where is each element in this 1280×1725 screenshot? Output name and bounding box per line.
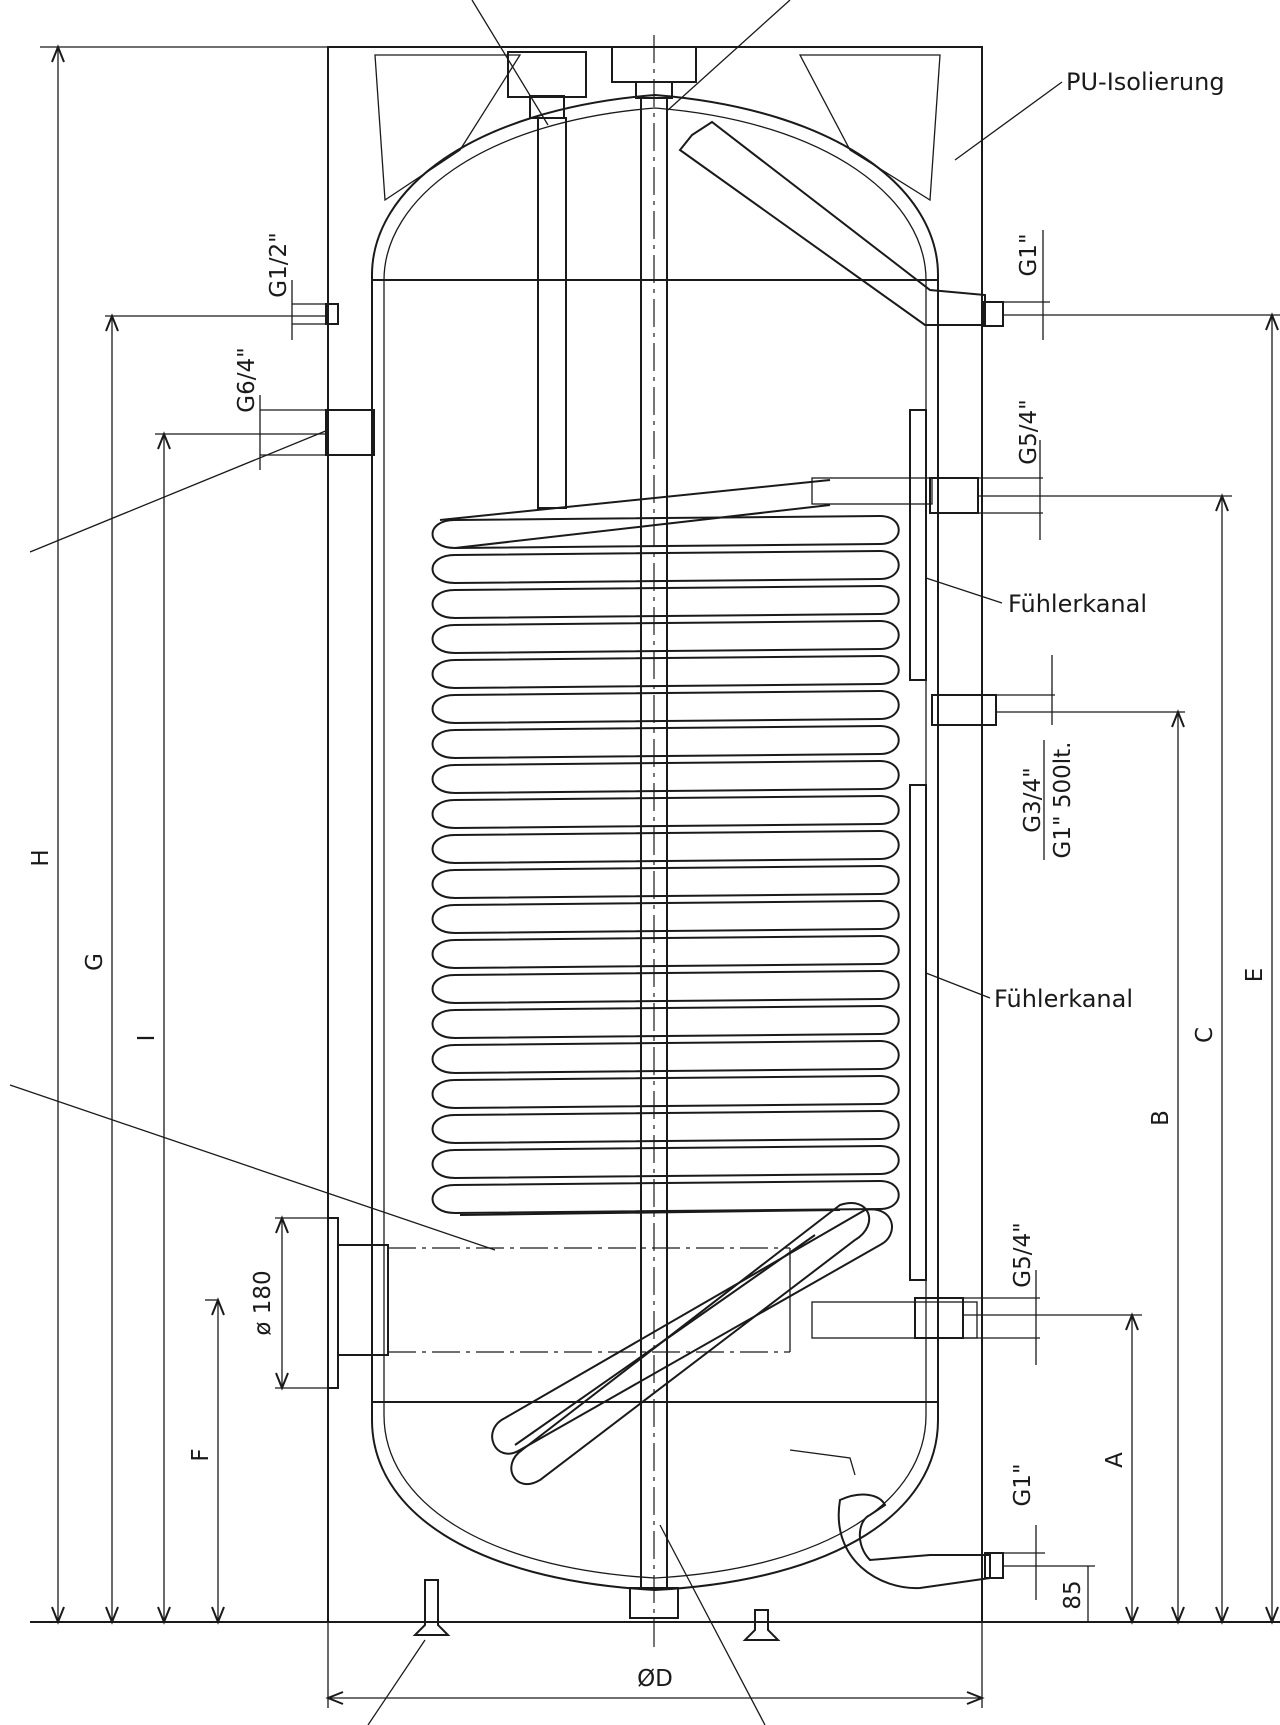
flange xyxy=(327,1217,791,1389)
coil-loop xyxy=(431,759,900,795)
nipple-g12 xyxy=(325,303,339,325)
coil-loop xyxy=(431,969,900,1005)
dim-label-h: H xyxy=(28,849,54,866)
dim-lines-left xyxy=(9,44,496,1625)
coil-loop xyxy=(431,514,900,550)
dip-tube xyxy=(537,117,567,509)
dim-label-85: 85 xyxy=(1060,1580,1086,1609)
coil-loop xyxy=(431,619,900,655)
outlet-nipple-bottom xyxy=(984,1552,1004,1579)
dim-label-flange: ø 180 xyxy=(250,1270,276,1335)
coil-loop xyxy=(431,549,900,585)
heat-exchanger-coil xyxy=(431,479,900,1486)
coil-loop xyxy=(431,1109,900,1145)
sensor-channel-bottom xyxy=(909,784,927,1281)
coil-loop xyxy=(431,1179,900,1215)
coil-loop xyxy=(431,689,900,725)
dim-label-i: I xyxy=(134,1035,160,1042)
sensor-channel-top xyxy=(909,409,927,681)
thread-label-g54-top: G5/4" xyxy=(1016,399,1042,464)
coil-loop xyxy=(431,1039,900,1075)
thread-label-g64: G6/4" xyxy=(234,347,260,412)
tank-wall xyxy=(383,107,927,1579)
feet xyxy=(412,1579,781,1641)
sensor-bracket xyxy=(789,1449,856,1476)
label-sensor-channel-bottom: Fühlerkanal xyxy=(994,985,1133,1013)
coil-loop xyxy=(431,829,900,865)
dim-lines-right xyxy=(925,81,1280,1625)
thread-label-g1-top: G1" xyxy=(1016,233,1042,276)
dim-label-g: G xyxy=(82,953,108,971)
outlet-pipe-top xyxy=(678,120,986,326)
label-sensor-channel-top: Fühlerkanal xyxy=(1008,590,1147,618)
dim-label-b: B xyxy=(1148,1110,1174,1126)
insulation-body xyxy=(327,46,983,1623)
thread-label-g12: G1/2" xyxy=(266,232,292,297)
edge-leaders xyxy=(367,0,791,1725)
thread-label-g54-bottom: G5/4" xyxy=(1010,1222,1036,1287)
thread-label-g34: G3/4" xyxy=(1020,767,1046,832)
dim-label-c: C xyxy=(1192,1027,1218,1043)
dim-label-a: A xyxy=(1102,1452,1128,1468)
coil-loop xyxy=(431,1004,900,1040)
thread-label-g1-bottom: G1" xyxy=(1010,1463,1036,1506)
coil-loop xyxy=(431,584,900,620)
coil-loop xyxy=(431,899,900,935)
coil-loop xyxy=(431,864,900,900)
dim-label-e: E xyxy=(1242,968,1268,983)
thread-label-g1-500: G1" 500lt. xyxy=(1050,742,1076,859)
coil-loop xyxy=(431,1144,900,1180)
coil-loop xyxy=(431,1074,900,1110)
outlet-pipe-bottom xyxy=(837,1493,991,1590)
coil-loop xyxy=(431,934,900,970)
dim-label-d: ØD xyxy=(637,1666,673,1692)
outlet-nipple-top xyxy=(982,301,1004,327)
nipple-g64 xyxy=(325,409,375,456)
coil-loop xyxy=(431,654,900,690)
coil-loop xyxy=(431,724,900,760)
dim-label-f: F xyxy=(188,1448,214,1461)
coil-loop xyxy=(431,794,900,830)
label-insulation: PU-Isolierung xyxy=(1066,68,1225,96)
dim-diameter xyxy=(325,1622,985,1708)
